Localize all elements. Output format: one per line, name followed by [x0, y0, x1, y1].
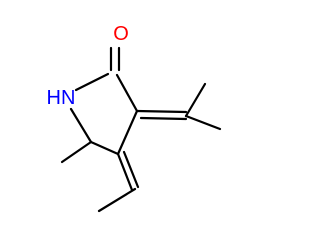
structure-canvas: O HN	[47, 23, 222, 213]
bond-n-c5	[69, 107, 93, 144]
bond-c3-c7-1	[116, 152, 134, 192]
nitrogen-label: HN	[47, 87, 76, 109]
bond-c2-c6-2	[139, 116, 188, 121]
bond-c6-me-down	[184, 114, 222, 131]
bond-c5-c3	[89, 140, 120, 156]
bond-c2-c3	[116, 109, 139, 156]
bond-c5-methyl	[60, 140, 93, 164]
bond-c1-c2	[115, 73, 139, 113]
bond-c6-me-up	[184, 82, 207, 118]
oxygen-label: O	[113, 23, 129, 45]
molecule-structure: O HN	[47, 23, 222, 213]
bond-c2-c6-1	[135, 109, 188, 114]
bond-c7-methyl	[97, 187, 137, 213]
bond-c3-c7-2	[122, 150, 140, 189]
bond-n-c1	[74, 72, 110, 92]
